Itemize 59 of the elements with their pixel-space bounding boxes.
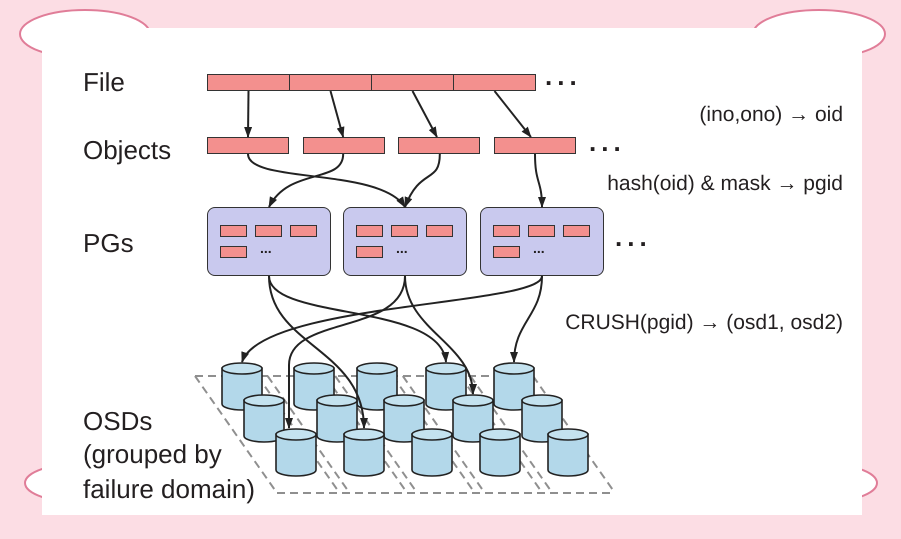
group-box bbox=[480, 207, 604, 276]
storage-cylinder bbox=[383, 394, 425, 443]
ellipsis: ... bbox=[545, 63, 582, 89]
row-label: Objects bbox=[83, 135, 172, 165]
file-segment bbox=[453, 74, 536, 91]
storage-cylinder bbox=[316, 394, 358, 443]
object-bar bbox=[398, 137, 480, 154]
storage-cylinder bbox=[275, 428, 317, 477]
arrow bbox=[404, 276, 476, 395]
object-bar bbox=[207, 137, 289, 154]
object-bar bbox=[220, 224, 246, 236]
file-segment bbox=[289, 74, 372, 91]
object-bar bbox=[494, 137, 576, 154]
storage-cylinder bbox=[243, 394, 285, 443]
row-label: OSDs bbox=[83, 406, 152, 436]
arrow bbox=[268, 154, 344, 208]
object-bar bbox=[528, 224, 554, 236]
arrow bbox=[241, 275, 543, 363]
object-bar bbox=[220, 246, 246, 258]
arrow bbox=[247, 154, 406, 208]
object-bar bbox=[492, 224, 520, 236]
ellipsis: ... bbox=[615, 224, 652, 250]
storage-cylinder bbox=[343, 428, 385, 477]
mapping-formula: hash(oid) & mask → pgid bbox=[607, 172, 843, 196]
group-box bbox=[207, 207, 331, 276]
file-segment bbox=[207, 74, 290, 91]
file-segment bbox=[371, 74, 454, 91]
object-bar bbox=[390, 224, 418, 236]
arrow bbox=[534, 154, 546, 208]
row-label: (grouped by failure domain) bbox=[83, 438, 256, 506]
mapping-formula: CRUSH(pgid) → (osd1, osd2) bbox=[565, 311, 843, 335]
object-bar bbox=[356, 246, 382, 258]
storage-cylinder bbox=[452, 394, 494, 443]
mapping-formula: (ino,ono) → oid bbox=[699, 103, 843, 127]
arrow bbox=[412, 90, 438, 138]
storage-cylinder bbox=[547, 428, 589, 477]
ellipsis: ... bbox=[589, 129, 626, 155]
arrow bbox=[268, 276, 447, 363]
arrow bbox=[330, 90, 344, 138]
ellipsis: ... bbox=[533, 241, 545, 255]
storage-cylinder bbox=[411, 428, 453, 477]
group-box bbox=[343, 207, 467, 276]
object-bar bbox=[426, 224, 452, 236]
object-bar bbox=[492, 246, 520, 258]
object-bar bbox=[303, 137, 385, 154]
row-label: PGs bbox=[83, 228, 134, 258]
arrow bbox=[268, 276, 367, 429]
ellipsis: ... bbox=[260, 241, 272, 255]
row-label: File bbox=[83, 67, 125, 97]
object-bar bbox=[290, 224, 316, 236]
storage-cylinder bbox=[479, 428, 521, 477]
object-bar bbox=[254, 224, 282, 236]
arrow bbox=[244, 90, 252, 138]
arrow bbox=[494, 90, 532, 138]
arrow bbox=[510, 276, 543, 363]
ellipsis: ... bbox=[396, 241, 408, 255]
object-bar bbox=[356, 224, 382, 236]
arrow bbox=[404, 154, 441, 208]
object-bar bbox=[562, 224, 590, 236]
